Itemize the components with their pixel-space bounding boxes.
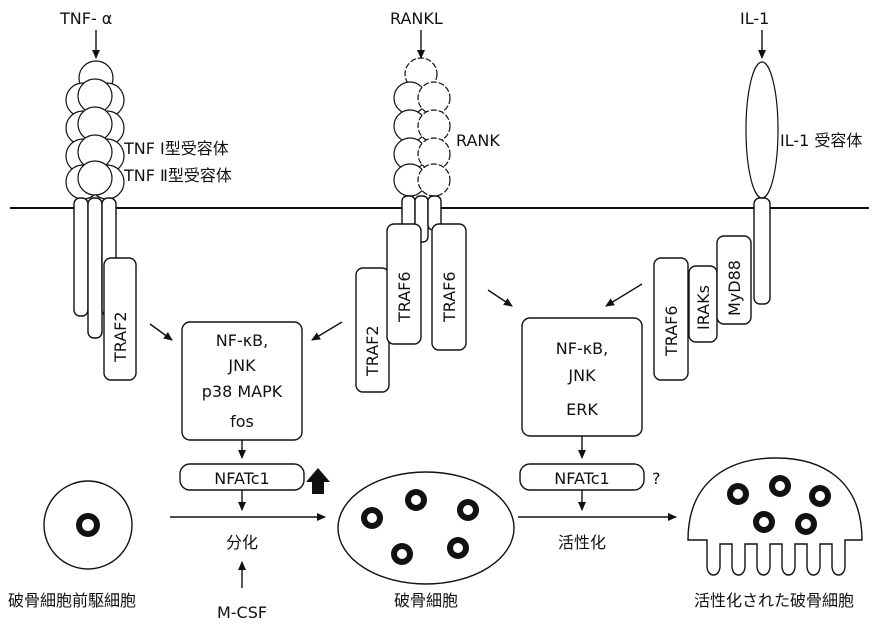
tnf-receptor-extracellular bbox=[66, 61, 124, 199]
activated-osteoclast-label: 活性化された破骨細胞 bbox=[694, 591, 854, 610]
traf6-right-label: TRAF6 bbox=[662, 305, 681, 357]
nfatc1-right-question: ? bbox=[652, 469, 661, 488]
tnf-type2-receptor-label: TNF Ⅱ型受容体 bbox=[123, 166, 232, 185]
signal-left-item: p38 MAPK bbox=[202, 382, 283, 401]
activated-osteoclast-cell bbox=[688, 458, 862, 575]
osteoclast-cell bbox=[338, 472, 514, 584]
il1-receptor-extracellular bbox=[746, 62, 778, 198]
precursor-cell bbox=[44, 481, 132, 569]
signal-left-item: JNK bbox=[227, 356, 256, 375]
signal-left-item: fos bbox=[230, 412, 254, 431]
arrow-traf2-to-signal bbox=[150, 324, 172, 340]
precursor-cell-label: 破骨細胞前駆細胞 bbox=[8, 591, 136, 610]
osteoclast-label: 破骨細胞 bbox=[394, 591, 458, 610]
rank-label: RANK bbox=[456, 131, 500, 150]
signal-right-item: JNK bbox=[567, 366, 596, 385]
nfatc1-right-label: NFATc1 bbox=[554, 469, 609, 488]
il1-receptor-transmembrane bbox=[754, 198, 770, 304]
upregulation-arrow-icon bbox=[306, 468, 330, 494]
arrow-rank-to-signal-right bbox=[488, 290, 512, 306]
differentiation-label: 分化 bbox=[226, 533, 258, 552]
il1-receptor-label: IL-1 受容体 bbox=[780, 131, 862, 150]
nfatc1-left-label: NFATc1 bbox=[214, 469, 269, 488]
rank-receptor-extracellular bbox=[394, 58, 450, 196]
traf6-b-label: TRAF6 bbox=[440, 271, 459, 323]
mcsf-label: M-CSF bbox=[217, 603, 267, 622]
activation-label: 活性化 bbox=[558, 533, 606, 552]
rankl-label: RANKL bbox=[390, 9, 443, 28]
traf2-mid-label: TRAF2 bbox=[363, 325, 382, 377]
iraks-label: IRAKs bbox=[694, 285, 713, 330]
signal-right-item: NF-κB, bbox=[556, 339, 608, 358]
arrow-rank-to-signal-left bbox=[312, 322, 342, 340]
traf6-a-label: TRAF6 bbox=[395, 271, 414, 323]
signal-right-item: ERK bbox=[566, 400, 598, 419]
tnf-alpha-label: TNF- α bbox=[59, 9, 112, 28]
tnf-type1-receptor-label: TNF Ⅰ型受容体 bbox=[123, 139, 229, 158]
il1-label: IL-1 bbox=[740, 9, 769, 28]
arrow-il1-to-signal-right bbox=[606, 284, 642, 306]
myd88-label: MyD88 bbox=[725, 260, 744, 316]
traf2-left-label: TRAF2 bbox=[111, 311, 130, 363]
signal-left-item: NF-κB, bbox=[216, 331, 268, 350]
